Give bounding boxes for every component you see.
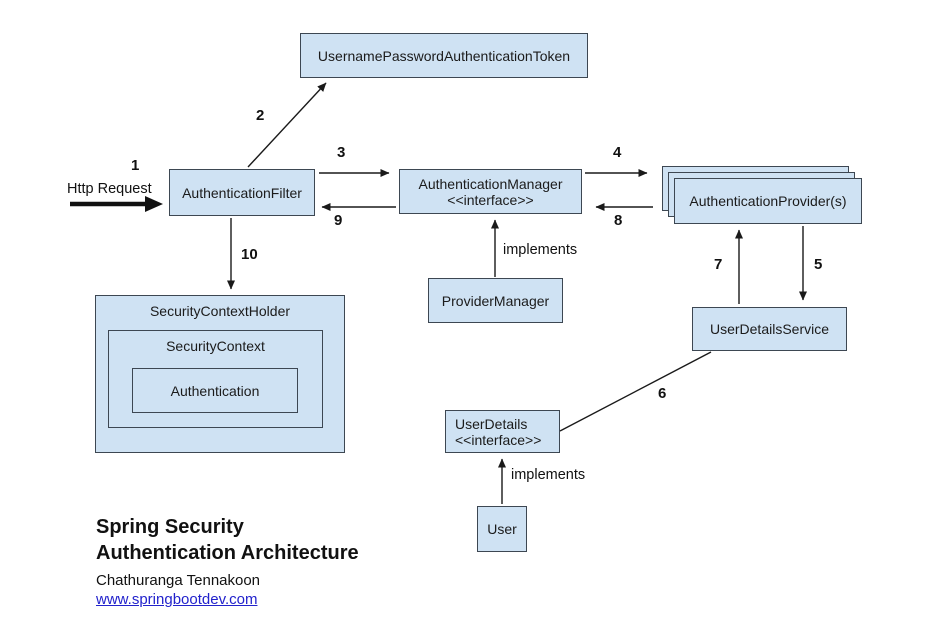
- step-2: 2: [256, 107, 265, 124]
- authentication-filter-label: AuthenticationFilter: [182, 184, 302, 201]
- step-8: 8: [614, 212, 623, 229]
- implements-provider-manager-label: implements: [503, 242, 578, 258]
- user-details-label: UserDetails: [455, 415, 528, 432]
- user-details-service-box: UserDetailsService: [692, 307, 847, 351]
- diagram-title-line2: Authentication Architecture: [96, 542, 359, 564]
- step-4: 4: [613, 144, 622, 161]
- authentication-manager-box: AuthenticationManager <<interface>>: [399, 169, 582, 214]
- authentication-manager-stereotype: <<interface>>: [447, 191, 534, 208]
- step-1: 1: [131, 157, 140, 174]
- step-9: 9: [334, 212, 343, 229]
- author-name: Chathuranga Tennakoon: [96, 572, 261, 589]
- arrow-http-request-head: [145, 196, 163, 212]
- diagram-title: Spring Security Authentication Architect…: [96, 514, 359, 566]
- authentication-label: Authentication: [170, 382, 260, 399]
- security-context-holder-label: SecurityContextHolder: [149, 303, 291, 319]
- provider-manager-box: ProviderManager: [428, 278, 563, 323]
- authentication-providers-box: AuthenticationProvider(s): [674, 178, 862, 224]
- http-request-label: Http Request: [67, 181, 152, 197]
- user-details-service-label: UserDetailsService: [709, 321, 830, 337]
- username-password-authentication-token-box: UsernamePasswordAuthenticationToken: [300, 33, 588, 78]
- authentication-box: Authentication: [132, 368, 298, 413]
- username-password-authentication-token-label: UsernamePasswordAuthenticationToken: [317, 47, 571, 64]
- step-7: 7: [714, 256, 723, 273]
- diagram-title-line1: Spring Security: [96, 516, 244, 538]
- implements-user-label: implements: [511, 467, 586, 483]
- authentication-manager-label: AuthenticationManager: [418, 175, 563, 192]
- user-label: User: [487, 521, 517, 537]
- user-details-box: UserDetails <<interface>>: [445, 410, 560, 453]
- line-step-6: [559, 351, 712, 432]
- user-details-stereotype: <<interface>>: [455, 431, 542, 448]
- authentication-filter-box: AuthenticationFilter: [169, 169, 315, 216]
- step-6: 6: [658, 385, 667, 402]
- step-3: 3: [337, 144, 346, 161]
- website-link[interactable]: www.springbootdev.com: [96, 591, 258, 608]
- provider-manager-label: ProviderManager: [441, 292, 550, 309]
- step-5: 5: [814, 256, 823, 273]
- security-context-label: SecurityContext: [166, 338, 265, 354]
- step-10: 10: [241, 246, 258, 263]
- arrow-step-2: [247, 82, 327, 168]
- user-box: User: [477, 506, 527, 552]
- authentication-providers-label: AuthenticationProvider(s): [689, 193, 847, 209]
